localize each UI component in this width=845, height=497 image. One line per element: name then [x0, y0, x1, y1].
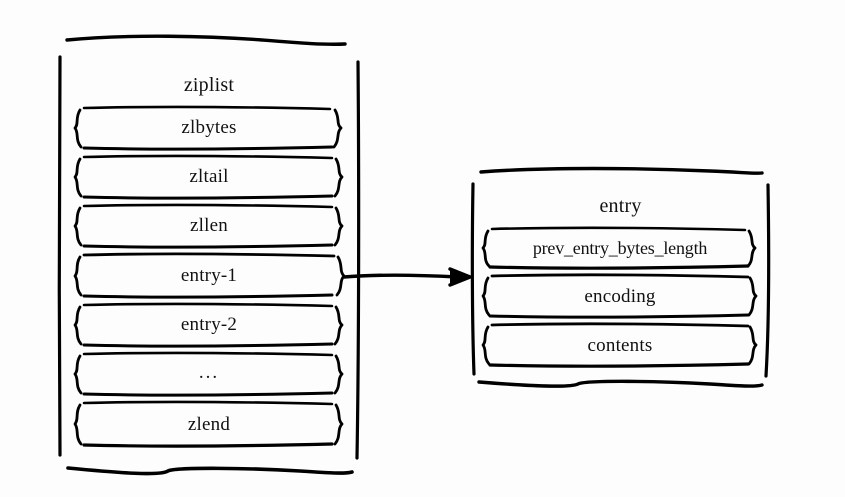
ziplist-row-label-zltail: zltail [189, 166, 229, 187]
ziplist-row-ellipsis [73, 351, 344, 397]
ziplist-row-zltail [73, 154, 344, 200]
entry-row-prev-entry-bytes-length [481, 226, 757, 270]
entry-box-frame [470, 166, 771, 388]
entry-row-label-encoding: encoding [584, 286, 656, 307]
ziplist-row-zllen [73, 203, 344, 249]
ziplist-box-frame [57, 34, 361, 476]
ziplist-box-title: ziplist [183, 74, 235, 96]
entry-row-label-prev-entry-bytes-length: prev_entry_bytes_length [532, 238, 708, 258]
ziplist-row-label-zllen: zllen [190, 215, 228, 236]
entry-row-encoding [481, 273, 758, 319]
entry-row-contents [481, 322, 758, 368]
ziplist-row-entry-2 [73, 302, 344, 348]
ziplist-row-label-entry-1: entry-1 [180, 265, 238, 286]
ziplist-row-label-zlbytes: zlbytes [181, 117, 237, 138]
ziplist-row-label-entry-2: entry-2 [180, 314, 238, 335]
entry-1-to-entry-arrow [342, 267, 472, 287]
ziplist-row-label-ellipsis: ... [198, 362, 220, 383]
ziplist-row-label-zlend: zlend [187, 414, 231, 435]
ziplist-row-zlend [73, 400, 344, 448]
ziplist-row-zlbytes [73, 105, 343, 151]
entry-box-title: entry [599, 195, 642, 217]
entry-row-label-contents: contents [587, 335, 653, 356]
